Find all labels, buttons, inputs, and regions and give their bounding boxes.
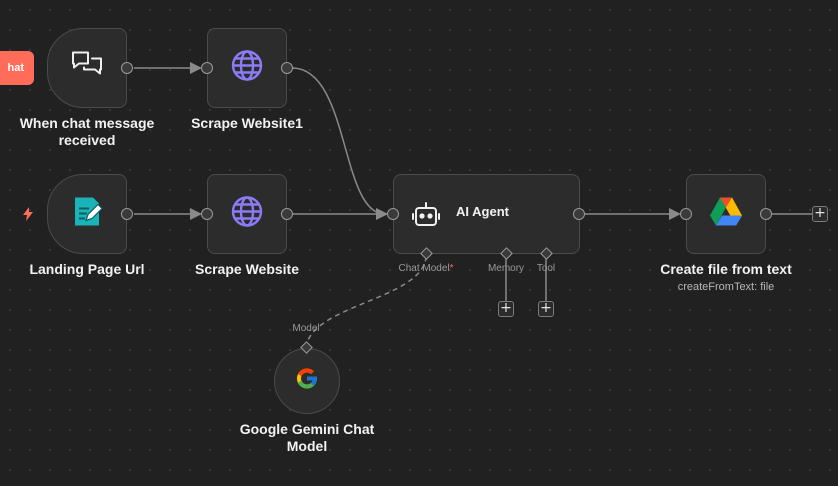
globe-icon [230,49,264,88]
create-file-output-handle[interactable] [760,208,772,220]
scrape-website1-input-handle[interactable] [201,62,213,74]
ai-agent-input-handle[interactable] [387,208,399,220]
node-scrape-website1[interactable] [207,28,287,108]
create-file-input-handle[interactable] [680,208,692,220]
add-memory-button[interactable]: + [498,301,514,317]
connection-scrape1-to-agent [291,67,388,220]
memory-port-label: Memory [487,263,525,274]
chat-bubbles-icon [70,49,104,88]
node-chat-trigger[interactable] [47,28,127,108]
node-landing-page-url[interactable] [47,174,127,254]
ai-agent-label: AI Agent [456,204,509,219]
chat-trigger-label: When chat message received [19,115,155,148]
gemini-label: Google Gemini Chat Model [239,421,375,454]
globe-icon [230,195,264,234]
tool-port-label: Tool [536,263,556,274]
scrape-website1-output-handle[interactable] [281,62,293,74]
google-g-icon [295,367,319,396]
create-file-label: Create file from text [660,261,792,277]
form-icon [70,195,104,234]
lightning-icon [23,207,33,221]
landing-page-label: Landing Page Url [29,261,145,277]
node-google-gemini-chat-model[interactable] [274,348,340,414]
chat-model-port-label: Chat Model* [398,263,454,274]
add-tool-button[interactable]: + [538,301,554,317]
scrape-website-label: Scrape Website [194,261,299,277]
node-create-file-from-text[interactable] [686,174,766,254]
add-next-node-button[interactable]: + [812,206,828,222]
scrape-website-input-handle[interactable] [201,208,213,220]
scrape-website1-label: Scrape Website1 [191,115,303,131]
landing-page-output-handle[interactable] [121,208,133,220]
robot-icon [412,201,440,234]
node-ai-agent[interactable]: AI Agent [393,174,580,254]
scrape-website-output-handle[interactable] [281,208,293,220]
node-scrape-website[interactable] [207,174,287,254]
open-chat-button[interactable]: hat [0,51,34,85]
gemini-model-port-label: Model [292,323,320,334]
google-drive-icon [709,197,743,232]
ai-agent-output-handle[interactable] [573,208,585,220]
create-file-sublabel: createFromText: file [677,281,775,293]
chat-trigger-output-handle[interactable] [121,62,133,74]
